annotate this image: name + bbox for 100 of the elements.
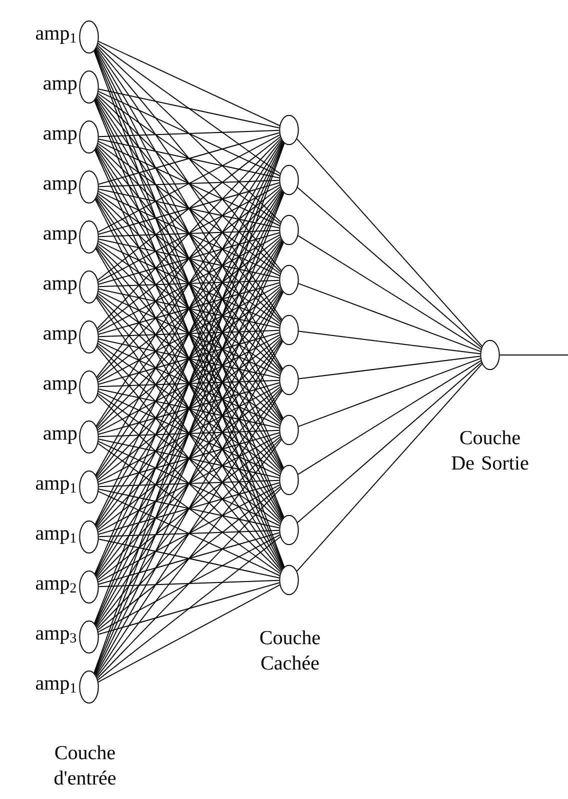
- input-label: amp: [44, 330, 77, 344]
- connection-line: [98, 382, 280, 435]
- neuron-ellipse: [79, 670, 99, 704]
- connection-line: [98, 88, 280, 128]
- neuron-ellipse: [79, 470, 99, 504]
- connection-line: [98, 482, 280, 535]
- connection-line: [297, 362, 482, 524]
- neuron-ellipse: [79, 120, 99, 154]
- connection-line: [98, 580, 280, 588]
- connection-line: [98, 582, 280, 635]
- connection-line: [98, 534, 280, 632]
- connection-line: [96, 340, 283, 626]
- connection-line: [98, 380, 280, 388]
- connection-line: [98, 432, 280, 485]
- neuron-ellipse: [279, 114, 299, 146]
- connection-line: [98, 388, 280, 428]
- connection-line: [96, 488, 282, 679]
- input-label: amp$_{1}$: [36, 480, 76, 494]
- connection-line: [296, 138, 483, 347]
- connection-line: [96, 439, 282, 678]
- connection-line: [98, 232, 280, 285]
- input-label: amp: [44, 230, 77, 244]
- neuron-ellipse: [79, 420, 99, 454]
- connection-line: [98, 90, 280, 176]
- neuron-ellipse: [480, 340, 500, 370]
- connection-line: [98, 188, 280, 228]
- connection-line: [96, 96, 282, 322]
- input-label: amp$_{1}$: [36, 530, 76, 544]
- connection-line: [98, 180, 280, 188]
- connection-line: [98, 182, 280, 235]
- connection-line: [98, 282, 280, 335]
- connection-line: [298, 356, 481, 380]
- connection-line: [96, 46, 282, 272]
- neuron-ellipse: [279, 364, 299, 396]
- connection-line: [297, 186, 482, 348]
- neuron-ellipse: [279, 214, 299, 246]
- input-label: amp: [44, 380, 77, 394]
- neuron-ellipse: [79, 370, 99, 404]
- connection-line: [98, 430, 280, 438]
- connection-line: [97, 44, 282, 222]
- neuron-ellipse: [279, 264, 299, 296]
- connection-line: [298, 330, 481, 354]
- input-label: amp$_{3}$: [36, 630, 76, 644]
- layer-label: Couche De Sortie: [452, 430, 528, 470]
- connection-line: [298, 360, 482, 475]
- neuron-ellipse: [279, 314, 299, 346]
- neuron-ellipse: [79, 170, 99, 204]
- input-label: amp$_{2}$: [36, 580, 76, 594]
- connection-line: [98, 584, 280, 682]
- connection-line: [98, 532, 280, 585]
- connection-line: [98, 92, 281, 224]
- input-label: amp$_{1}$: [36, 30, 76, 44]
- connection-line: [296, 363, 483, 572]
- connection-line: [98, 438, 280, 478]
- neuron-ellipse: [79, 220, 99, 254]
- neuron-ellipse: [279, 414, 299, 446]
- connection-line: [96, 390, 283, 676]
- neuron-ellipse: [79, 620, 99, 654]
- neuron-ellipse: [79, 270, 99, 304]
- layer-label: Couche d'entrée: [54, 745, 116, 785]
- connection-line: [98, 130, 280, 138]
- neuron-ellipse: [279, 514, 299, 546]
- connection-line: [98, 480, 280, 488]
- connection-line: [499, 354, 568, 356]
- connection-line: [298, 283, 481, 352]
- neuron-ellipse: [79, 70, 99, 104]
- input-label: amp: [44, 430, 77, 444]
- connection-line: [98, 330, 280, 338]
- connection-line: [98, 280, 280, 288]
- connection-line: [98, 230, 280, 238]
- connection-line: [96, 389, 282, 628]
- connection-line: [98, 538, 280, 578]
- connection-line: [98, 338, 280, 378]
- connection-line: [98, 132, 280, 185]
- input-label: amp$_{1}$: [36, 680, 76, 694]
- connection-line: [97, 486, 281, 631]
- connection-line: [98, 138, 280, 178]
- neuron-ellipse: [79, 520, 99, 554]
- connection-line: [97, 94, 282, 272]
- connection-line: [98, 238, 280, 278]
- neuron-ellipse: [279, 564, 299, 596]
- connection-line: [96, 438, 282, 629]
- connection-line: [98, 288, 280, 328]
- layer-label: Couche Cachée: [260, 630, 320, 670]
- input-label: amp: [44, 180, 77, 194]
- connection-line: [96, 47, 282, 320]
- neuron-ellipse: [79, 320, 99, 354]
- neuron-ellipse: [279, 464, 299, 496]
- connection-line: [98, 40, 280, 126]
- connection-line: [298, 358, 481, 427]
- input-label: amp: [44, 280, 77, 294]
- connection-line: [98, 332, 280, 385]
- neuron-ellipse: [279, 164, 299, 196]
- connection-line: [298, 235, 482, 350]
- input-label: amp: [44, 80, 77, 94]
- input-label: amp: [44, 130, 77, 144]
- neuron-ellipse: [79, 570, 99, 604]
- connection-line: [98, 42, 281, 174]
- connection-line: [98, 530, 280, 538]
- neuron-ellipse: [79, 20, 99, 54]
